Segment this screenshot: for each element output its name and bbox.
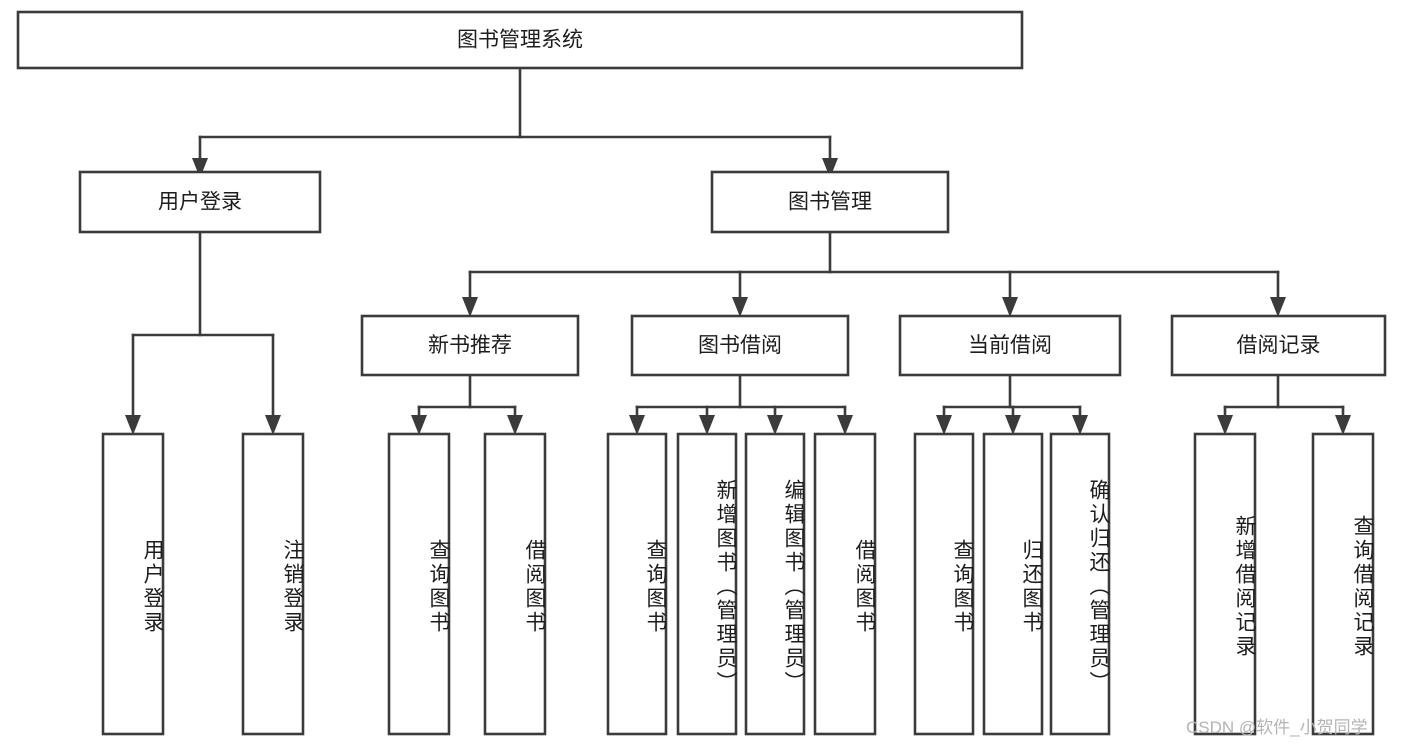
connector-group-root	[192, 66, 838, 178]
connector-group-borrow-record	[1217, 373, 1351, 435]
node-box-user-login[interactable]	[78, 170, 322, 234]
arrow-head-icon	[462, 297, 478, 317]
arrow-head-icon	[411, 415, 427, 435]
node-box-leaf-query-book-3[interactable]	[913, 432, 975, 736]
arrow-head-icon	[125, 415, 141, 435]
arrow-head-icon	[1072, 415, 1088, 435]
arrow-head-icon	[265, 415, 281, 435]
connector-group-book-borrow	[629, 373, 853, 435]
arrow-head-icon	[767, 415, 783, 435]
node-box-leaf-user-login[interactable]	[101, 432, 165, 736]
node-box-new-book-recommend[interactable]	[360, 314, 580, 377]
arrow-head-icon	[507, 415, 523, 435]
connector-layer	[125, 66, 1351, 435]
node-box-leaf-borrow-book-1[interactable]	[483, 432, 547, 736]
node-label-new-book-recommend: 新书推荐	[428, 334, 512, 357]
arrow-head-icon	[1335, 415, 1351, 435]
node-box-book-management[interactable]	[710, 170, 950, 234]
node-box-leaf-add-record[interactable]	[1193, 432, 1257, 736]
arrow-head-icon	[837, 415, 853, 435]
arrow-head-icon	[629, 415, 645, 435]
arrow-head-icon	[1270, 297, 1286, 317]
node-box-current-borrow[interactable]	[898, 314, 1122, 377]
node-label-borrow-record: 借阅记录	[1237, 334, 1321, 357]
arrow-head-icon	[822, 158, 838, 178]
node-box-borrow-record[interactable]	[1170, 314, 1387, 377]
node-label-root: 图书管理系统	[457, 29, 583, 52]
connector-group-book-management	[462, 230, 1286, 317]
connector-group-current-borrow	[936, 373, 1088, 435]
node-box-root[interactable]	[16, 10, 1024, 70]
connector-group-user-login	[125, 230, 281, 435]
node-label-book-borrow: 图书借阅	[698, 334, 782, 357]
node-label-current-borrow: 当前借阅	[968, 334, 1052, 357]
node-label-book-management: 图书管理	[788, 191, 872, 214]
node-box-leaf-borrow-book-2[interactable]	[813, 432, 877, 736]
node-box-leaf-query-book-1[interactable]	[387, 432, 451, 736]
connector-group-new-book-recommend	[411, 373, 523, 435]
arrow-head-icon	[699, 415, 715, 435]
node-box-leaf-confirm-return[interactable]	[1049, 432, 1111, 736]
arrow-head-icon	[1002, 297, 1018, 317]
node-box-leaf-edit-book[interactable]	[744, 432, 806, 736]
node-label-user-login: 用户登录	[158, 191, 242, 214]
node-box-leaf-query-book-2[interactable]	[606, 432, 668, 736]
node-box-leaf-query-record[interactable]	[1311, 432, 1375, 736]
arrow-head-icon	[732, 297, 748, 317]
arrow-head-icon	[1217, 415, 1233, 435]
csdn-watermark: CSDN @软件_小贺同学	[1186, 718, 1368, 737]
node-box-leaf-logout[interactable]	[241, 432, 305, 736]
node-box-book-borrow[interactable]	[630, 314, 850, 377]
node-box-leaf-return-book[interactable]	[982, 432, 1044, 736]
node-box-layer	[16, 10, 1387, 736]
arrow-head-icon	[1005, 415, 1021, 435]
node-box-leaf-add-book[interactable]	[676, 432, 738, 736]
arrow-head-icon	[192, 158, 208, 178]
arrow-head-icon	[936, 415, 952, 435]
